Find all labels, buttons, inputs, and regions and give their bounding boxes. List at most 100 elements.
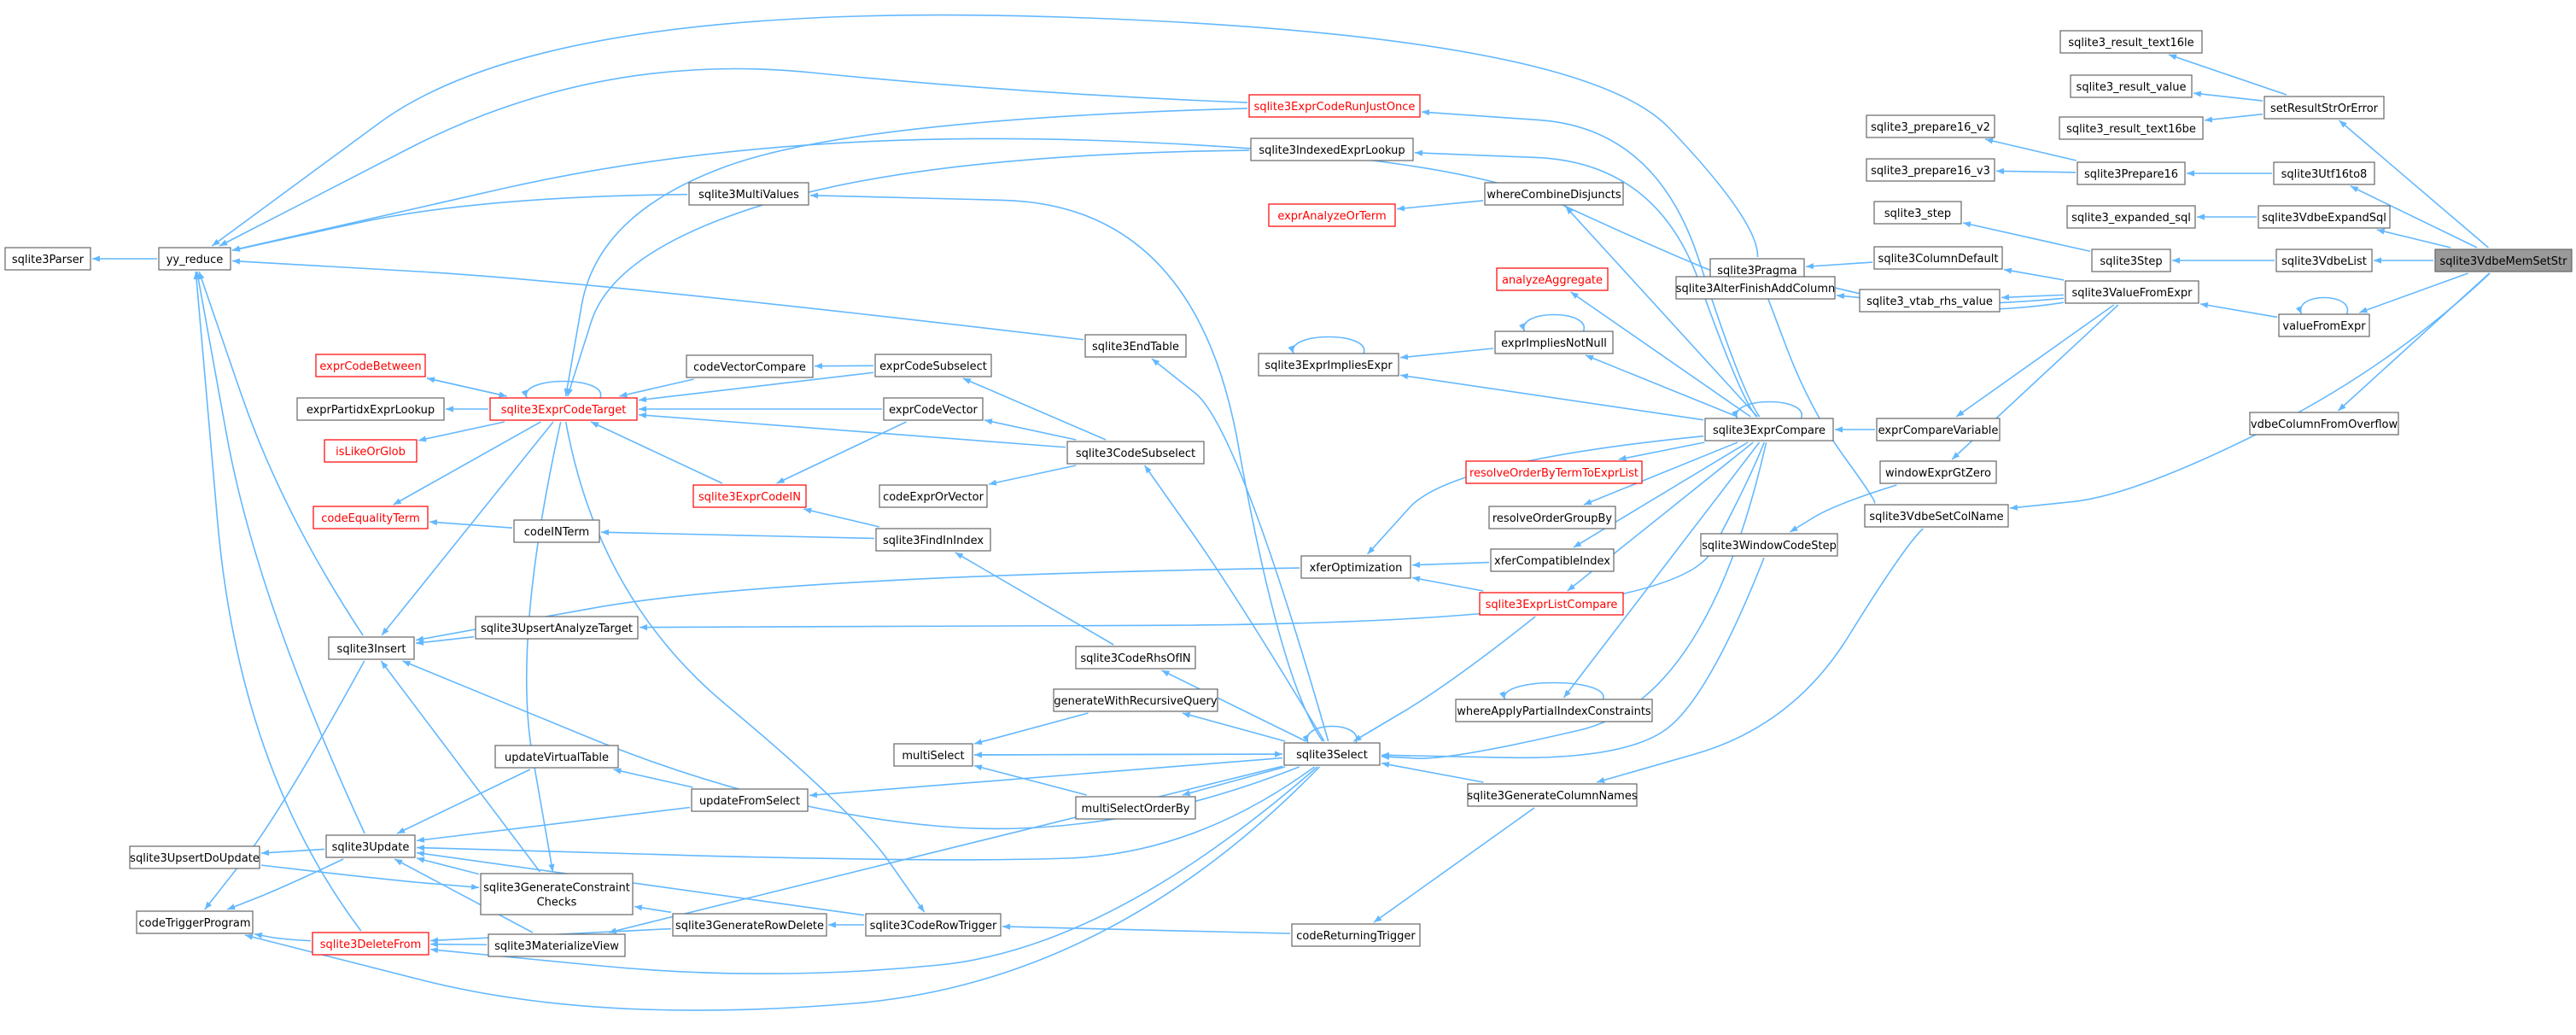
node-multiSelect[interactable]: multiSelect [893, 743, 973, 767]
edge-sqlite3MultiValues-to-sqlite3Select [809, 192, 1323, 742]
node-exprPartidxExprLookup[interactable]: exprPartidxExprLookup [296, 397, 445, 421]
edge-sqlite3Update-to-updateVirtualTable [396, 769, 531, 834]
node-sqlite3UpsertDoUpdate[interactable]: sqlite3UpsertDoUpdate [129, 845, 260, 869]
edge-multiSelectOrderBy-to-sqlite3Select [1182, 766, 1286, 797]
node-resolveOrderGroupBy[interactable]: resolveOrderGroupBy [1488, 506, 1616, 529]
node-multiSelectOrderBy[interactable]: multiSelectOrderBy [1075, 796, 1196, 820]
edge-line [254, 932, 312, 942]
node-sqlite3ColumnDefault[interactable]: sqlite3ColumnDefault [1873, 246, 2003, 270]
node-setResultStrOrError[interactable]: setResultStrOrError [2263, 96, 2385, 120]
node-xferCompatibleIndex[interactable]: xferCompatibleIndex [1490, 548, 1615, 572]
node-sqlite3Update[interactable]: sqlite3Update [325, 834, 416, 858]
node-generateWithRecursiveQuery[interactable]: generateWithRecursiveQuery [1053, 688, 1218, 712]
node-sqlite3_result_text16be[interactable]: sqlite3_result_text16be [2059, 116, 2204, 140]
node-whereCombineDisjuncts[interactable]: whereCombineDisjuncts [1484, 182, 1624, 206]
node-sqlite3UpsertAnalyzeTarget[interactable]: sqlite3UpsertAnalyzeTarget [475, 616, 639, 640]
node-sqlite3Select[interactable]: sqlite3Select [1283, 742, 1381, 766]
node-sqlite3_vtab_rhs_value[interactable]: sqlite3_vtab_rhs_value [1859, 289, 2001, 313]
node-sqlite3ExprCodeTarget[interactable]: sqlite3ExprCodeTarget [489, 397, 638, 421]
edge-whereCombineDisjuncts-to-sqlite3ExprCompare [1565, 206, 1758, 418]
edge-line [1373, 807, 1535, 923]
node-exprCodeBetween[interactable]: exprCodeBetween [315, 354, 426, 377]
node-exprCodeVector[interactable]: exprCodeVector [883, 397, 984, 421]
node-label: codeINTerm [524, 526, 589, 539]
edge-sqlite3ExprImpliesExpr-to-exprImpliesNotNull [1399, 348, 1494, 360]
node-codeEqualityTerm[interactable]: codeEqualityTerm [313, 506, 429, 529]
node-valueFromExpr[interactable]: valueFromExpr [2278, 313, 2370, 337]
node-sqlite3Parser[interactable]: sqlite3Parser [4, 247, 91, 271]
node-exprAnalyzeOrTerm[interactable]: exprAnalyzeOrTerm [1268, 203, 1396, 227]
node-analyzeAggregate[interactable]: analyzeAggregate [1496, 267, 1609, 291]
node-codeTriggerProgram[interactable]: codeTriggerProgram [136, 910, 254, 934]
node-codeINTerm[interactable]: codeINTerm [513, 519, 600, 543]
node-sqlite3CodeSubselect[interactable]: sqlite3CodeSubselect [1066, 441, 1205, 465]
node-sqlite3WindowCodeStep[interactable]: sqlite3WindowCodeStep [1700, 533, 1838, 557]
node-sqlite3VdbeMemSetStr[interactable]: sqlite3VdbeMemSetStr [2434, 249, 2573, 272]
node-sqlite3AlterFinishAddColumn[interactable]: sqlite3AlterFinishAddColumn [1675, 276, 1836, 300]
node-sqlite3ExprCodeIN[interactable]: sqlite3ExprCodeIN [692, 484, 807, 508]
node-exprCompareVariable[interactable]: exprCompareVariable [1876, 418, 2001, 441]
node-box [1258, 353, 1399, 377]
node-sqlite3_result_value[interactable]: sqlite3_result_value [2070, 74, 2193, 98]
node-codeExprOrVector[interactable]: codeExprOrVector [879, 484, 988, 508]
node-sqlite3GenerateRowDelete[interactable]: sqlite3GenerateRowDelete [672, 913, 827, 937]
node-codeReturningTrigger[interactable]: codeReturningTrigger [1291, 923, 1421, 947]
node-sqlite3DeleteFrom[interactable]: sqlite3DeleteFrom [312, 932, 429, 956]
node-resolveOrderByTermToExprList[interactable]: resolveOrderByTermToExprList [1465, 460, 1643, 484]
node-yy_reduce[interactable]: yy_reduce [158, 247, 231, 271]
node-box [1283, 742, 1381, 766]
node-sqlite3Step[interactable]: sqlite3Step [2091, 249, 2171, 272]
node-sqlite3CodeRowTrigger[interactable]: sqlite3CodeRowTrigger [865, 913, 1002, 937]
node-sqlite3Insert[interactable]: sqlite3Insert [328, 636, 415, 660]
node-isLikeOrGlob[interactable]: isLikeOrGlob [324, 439, 418, 463]
node-sqlite3ValueFromExpr[interactable]: sqlite3ValueFromExpr [2065, 280, 2199, 304]
node-label: codeTriggerProgram [138, 917, 250, 930]
node-updateVirtualTable[interactable]: updateVirtualTable [494, 745, 619, 769]
node-sqlite3FindInIndex[interactable]: sqlite3FindInIndex [875, 528, 991, 552]
edge-multiSelect-to-multiSelectOrderBy [973, 764, 1087, 796]
node-windowExprGtZero[interactable]: windowExprGtZero [1879, 460, 1997, 484]
node-sqlite3ExprCodeRunJustOnce[interactable]: sqlite3ExprCodeRunJustOnce [1248, 94, 1421, 118]
node-sqlite3MultiValues[interactable]: sqlite3MultiValues [688, 182, 809, 206]
node-sqlite3ExprCompare[interactable]: sqlite3ExprCompare [1704, 418, 1834, 441]
node-sqlite3Prepare16[interactable]: sqlite3Prepare16 [2077, 161, 2186, 185]
edge-line [418, 421, 505, 442]
edge-sqlite3ExprCodeIN-to-exprCodeVector [776, 421, 907, 484]
node-box [2258, 205, 2391, 229]
node-vdbeColumnFromOverflow[interactable]: vdbeColumnFromOverflow [2249, 412, 2399, 436]
node-sqlite3_prepare16_v2[interactable]: sqlite3_prepare16_v2 [1866, 114, 1995, 138]
node-sqlite3EndTable[interactable]: sqlite3EndTable [1084, 334, 1187, 358]
node-sqlite3IndexedExprLookup[interactable]: sqlite3IndexedExprLookup [1250, 137, 1414, 161]
node-codeVectorCompare[interactable]: codeVectorCompare [686, 354, 814, 378]
edge-layer [92, 14, 2491, 1011]
node-label: exprCompareVariable [1878, 424, 1999, 437]
node-xferOptimization[interactable]: xferOptimization [1300, 555, 1411, 579]
node-sqlite3_result_text16le[interactable]: sqlite3_result_text16le [2059, 30, 2203, 54]
edge-sqlite3DeleteFrom-to-sqlite3Select [429, 766, 1318, 975]
node-sqlite3_step[interactable]: sqlite3_step [1873, 201, 1962, 225]
node-sqlite3_expanded_sql[interactable]: sqlite3_expanded_sql [2066, 205, 2196, 229]
edge-line [803, 507, 879, 528]
node-sqlite3GenerateColumnNames[interactable]: sqlite3GenerateColumnNames [1467, 783, 1638, 807]
node-updateFromSelect[interactable]: updateFromSelect [691, 788, 809, 812]
node-exprCodeSubselect[interactable]: exprCodeSubselect [874, 354, 992, 377]
edge-line [2376, 228, 2451, 249]
node-label: sqlite3MultiValues [698, 189, 799, 202]
node-sqlite3Utf16to8[interactable]: sqlite3Utf16to8 [2273, 161, 2375, 185]
edge-sqlite3Select-to-multiSelect [973, 751, 1283, 757]
node-sqlite3VdbeList[interactable]: sqlite3VdbeList [2275, 249, 2373, 272]
node-exprImpliesNotNull[interactable]: exprImpliesNotNull [1494, 330, 1614, 354]
node-sqlite3VdbeExpandSql[interactable]: sqlite3VdbeExpandSql [2258, 205, 2391, 229]
edge-line [1955, 304, 2115, 418]
node-box [1864, 504, 2009, 528]
node-sqlite3_prepare16_v3[interactable]: sqlite3_prepare16_v3 [1866, 158, 1995, 182]
node-sqlite3CodeRhsOfIN[interactable]: sqlite3CodeRhsOfIN [1075, 646, 1196, 670]
node-box [328, 636, 415, 660]
node-sqlite3VdbeSetColName[interactable]: sqlite3VdbeSetColName [1864, 504, 2009, 528]
node-sqlite3ExprImpliesExpr[interactable]: sqlite3ExprImpliesExpr [1258, 353, 1399, 377]
node-whereApplyPartialIndexConstraints[interactable]: whereApplyPartialIndexConstraints [1455, 699, 1653, 722]
edge-sqlite3Update-to-sqlite3MaterializeView [394, 858, 534, 933]
node-sqlite3ExprListCompare[interactable]: sqlite3ExprListCompare [1479, 592, 1624, 616]
node-sqlite3MaterializeView[interactable]: sqlite3MaterializeView [488, 933, 626, 957]
